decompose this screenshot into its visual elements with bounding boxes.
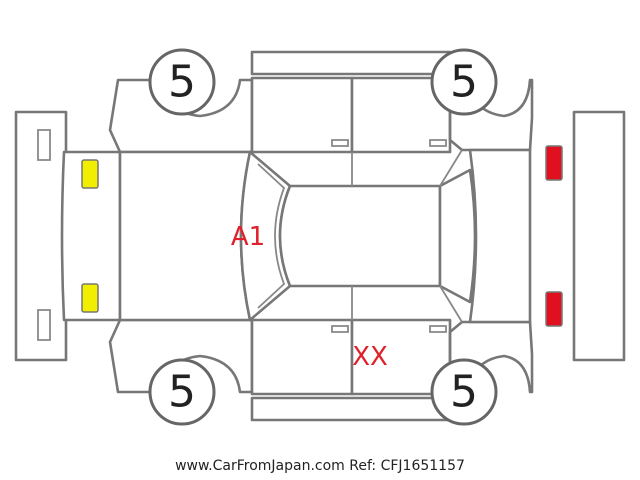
- footer-website: www.CarFromJapan.com: [175, 458, 345, 474]
- tyre-grade-label: 5: [168, 57, 196, 108]
- car-body-top-view: [60, 148, 532, 324]
- damage-code-rear-door: XX: [352, 342, 388, 372]
- tyre-rear-left: 5: [430, 48, 498, 116]
- rear-bumper: [572, 110, 626, 362]
- right-side-panels: [108, 318, 534, 422]
- footer-credit: www.CarFromJapan.com Ref: CFJ1651157: [0, 458, 640, 474]
- tyre-front-left: 5: [148, 48, 216, 116]
- damage-code-windshield: A1: [231, 222, 265, 252]
- rear-window: [438, 168, 477, 304]
- front-grille-area: [60, 150, 122, 322]
- tyre-grade-label: 5: [168, 367, 196, 418]
- footer-reference: Ref: CFJ1651157: [349, 458, 465, 474]
- tyre-grade-label: 5: [450, 367, 478, 418]
- rear-right-lamp: [545, 291, 563, 327]
- rear-left-lamp: [545, 145, 563, 181]
- front-left-lamp: [81, 159, 99, 189]
- tyre-rear-right: 5: [430, 358, 498, 426]
- roof: [278, 184, 442, 288]
- tyre-grade-label: 5: [450, 57, 478, 108]
- front-bumper: [14, 110, 68, 362]
- tyre-front-right: 5: [148, 358, 216, 426]
- trunk: [468, 148, 532, 324]
- front-right-lamp: [81, 283, 99, 313]
